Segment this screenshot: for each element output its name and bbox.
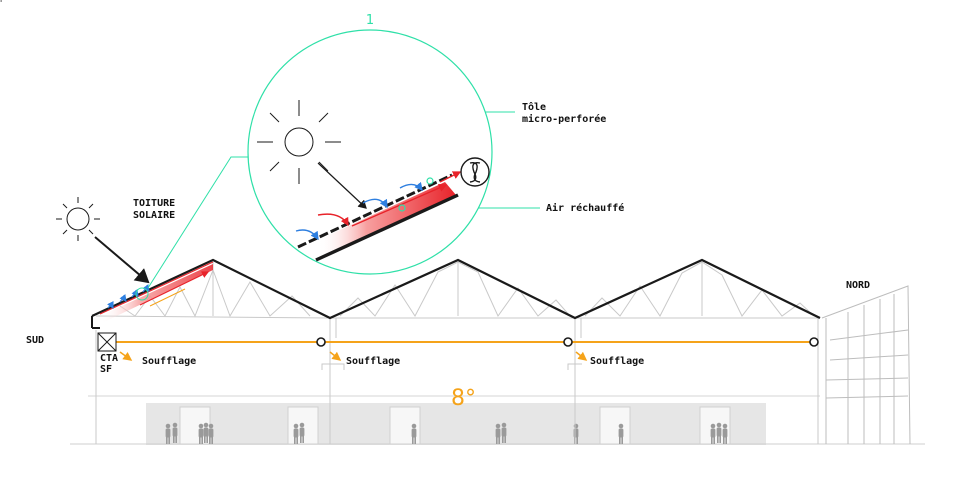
vent-label: Soufflage [590, 356, 644, 367]
solar-roof-label: TOITURE [133, 198, 175, 209]
perforated-sheet-label: Tôle [522, 101, 546, 113]
sun-icon [56, 197, 100, 241]
duct-node [563, 337, 573, 347]
sun-icon [257, 100, 341, 184]
detail-callout [247, 29, 493, 275]
unit-label: CTA [100, 353, 118, 364]
heated-air-label: Air réchauffé [546, 202, 624, 214]
temperature-label: 8° [451, 386, 476, 411]
solar-roof-collector [99, 261, 214, 322]
vent-label: Soufflage [346, 356, 400, 367]
unit-label: SF [100, 364, 112, 375]
ventilation-unit-icon [97, 332, 117, 352]
south-label: SUD [26, 335, 44, 346]
supply-air-duct [116, 337, 819, 370]
vent-label: Soufflage [142, 356, 196, 367]
duct-node [809, 337, 819, 347]
roof-profile [91, 258, 821, 329]
north-label: NORD [846, 280, 870, 291]
solar-roof-label: SOLAIRE [133, 210, 175, 221]
sun-ray-arrow [317, 162, 367, 209]
perforated-sheet-label: micro-perforée [522, 113, 606, 125]
callout-number: 1 [366, 13, 374, 28]
north-building [821, 285, 911, 445]
people-silhouettes [0, 0, 728, 444]
fan-icon [460, 157, 490, 187]
duct-node [316, 337, 326, 347]
sun-ray-arrow [94, 236, 150, 284]
